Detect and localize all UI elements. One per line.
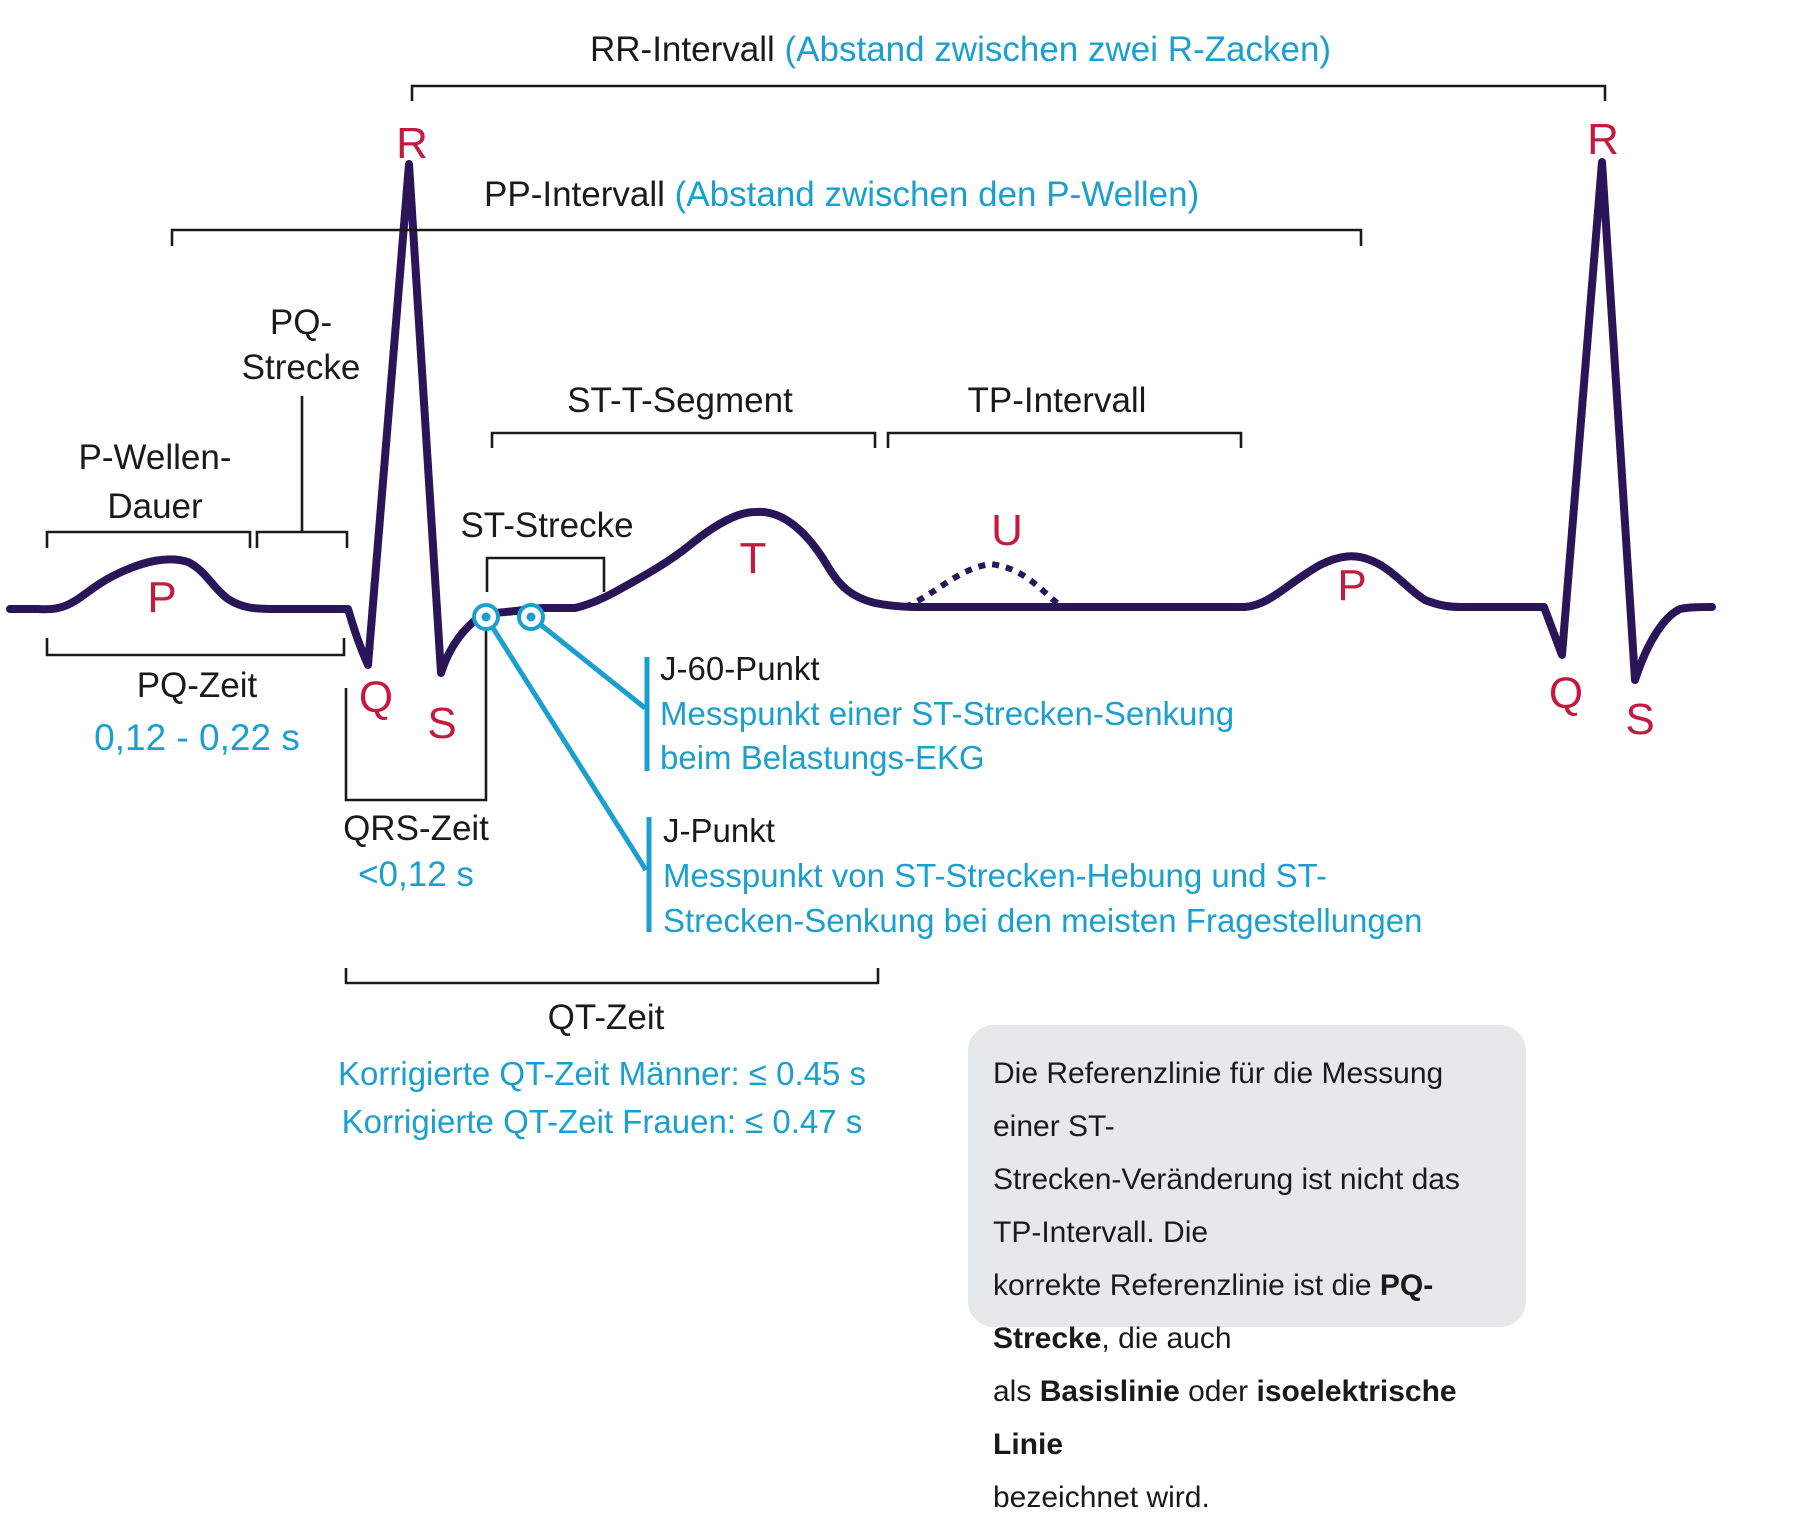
note-line-2: Strecken-Veränderung ist nicht das TP-In… [993,1163,1460,1249]
s-wave-label-2: S [1625,695,1654,744]
pp-interval-bracket [170,228,1363,246]
pq-strecke-label-1: PQ- [270,303,332,342]
j-desc-2: Strecken-Senkung bei den meisten Fragest… [663,902,1422,939]
tp-interval-bracket [886,431,1243,448]
st-t-segment-bracket [490,431,877,448]
p-wave-label-2: P [1337,561,1366,610]
p-wave-label: P [147,573,176,622]
qt-zeit-bracket [344,968,880,985]
j60-desc-2: beim Belastungs-EKG [660,739,985,776]
r-wave-label-2: R [1587,115,1619,164]
pp-interval-label: PP-Intervall (Abstand zwischen den P-Wel… [484,175,1199,214]
qrs-zeit-label: QRS-Zeit [343,809,489,848]
p-dauer-label-1: P-Wellen- [78,438,231,477]
j60-desc-1: Messpunkt einer ST-Strecken-Senkung [660,695,1234,732]
note-basislinie: Basislinie [1039,1375,1180,1408]
note-line-4: als Basislinie oder isoelektrische Linie [993,1375,1457,1461]
j-title: J-Punkt [663,812,775,849]
st-strecke-bracket [485,556,606,592]
reference-line-note: Die Referenzlinie für die Messung einer … [968,1025,1526,1514]
s-wave-label: S [427,699,456,748]
rr-interval-label: RR-Intervall (Abstand zwischen zwei R-Za… [590,30,1331,69]
qt-zeit-women: Korrigierte QT-Zeit Frauen: ≤ 0.47 s [342,1103,863,1140]
q-wave-label-2: Q [1549,669,1583,718]
ecg-trace [6,158,1716,684]
qt-zeit-men: Korrigierte QT-Zeit Männer: ≤ 0.45 s [338,1055,866,1092]
pq-zeit-bracket [45,638,346,657]
qrs-zeit-value: <0,12 s [358,855,474,894]
note-line-3: korrekte Referenzlinie ist die PQ-Streck… [993,1269,1434,1355]
j-pointer-line [483,615,649,872]
tp-interval-label: TP-Intervall [968,381,1147,420]
pq-zeit-value: 0,12 - 0,22 s [94,717,300,758]
ecg-diagram: RR-Intervall (Abstand zwischen zwei R-Za… [6,30,1716,1140]
j60-title: J-60-Punkt [660,650,820,687]
qt-zeit-label: QT-Zeit [548,998,665,1037]
j60-pointer-line [529,615,647,710]
u-wave-trace [903,560,1064,610]
t-wave-label: T [740,534,767,583]
pq-strecke-label-2: Strecke [242,348,361,387]
pq-strecke-bracket [255,396,349,548]
note-line-5: bezeichnet wird. [993,1481,1210,1514]
j-desc-1: Messpunkt von ST-Strecken-Hebung und ST- [663,857,1327,894]
st-t-segment-label: ST-T-Segment [567,381,793,420]
r-wave-label: R [396,119,428,168]
note-line-1: Die Referenzlinie für die Messung einer … [993,1057,1444,1143]
u-wave-label: U [991,506,1023,555]
p-dauer-bracket [45,530,252,548]
p-dauer-label-2: Dauer [107,487,203,526]
pp-interval-note: (Abstand zwischen den P-Wellen) [675,175,1200,214]
rr-interval-bracket [410,84,1607,101]
j-point-dot [481,612,491,622]
j60-point-dot [526,612,536,622]
qrs-zeit-bracket [344,612,488,802]
pq-zeit-label: PQ-Zeit [137,666,258,705]
rr-interval-note: (Abstand zwischen zwei R-Zacken) [785,30,1332,69]
q-wave-label: Q [359,673,393,722]
st-strecke-label: ST-Strecke [460,506,633,545]
